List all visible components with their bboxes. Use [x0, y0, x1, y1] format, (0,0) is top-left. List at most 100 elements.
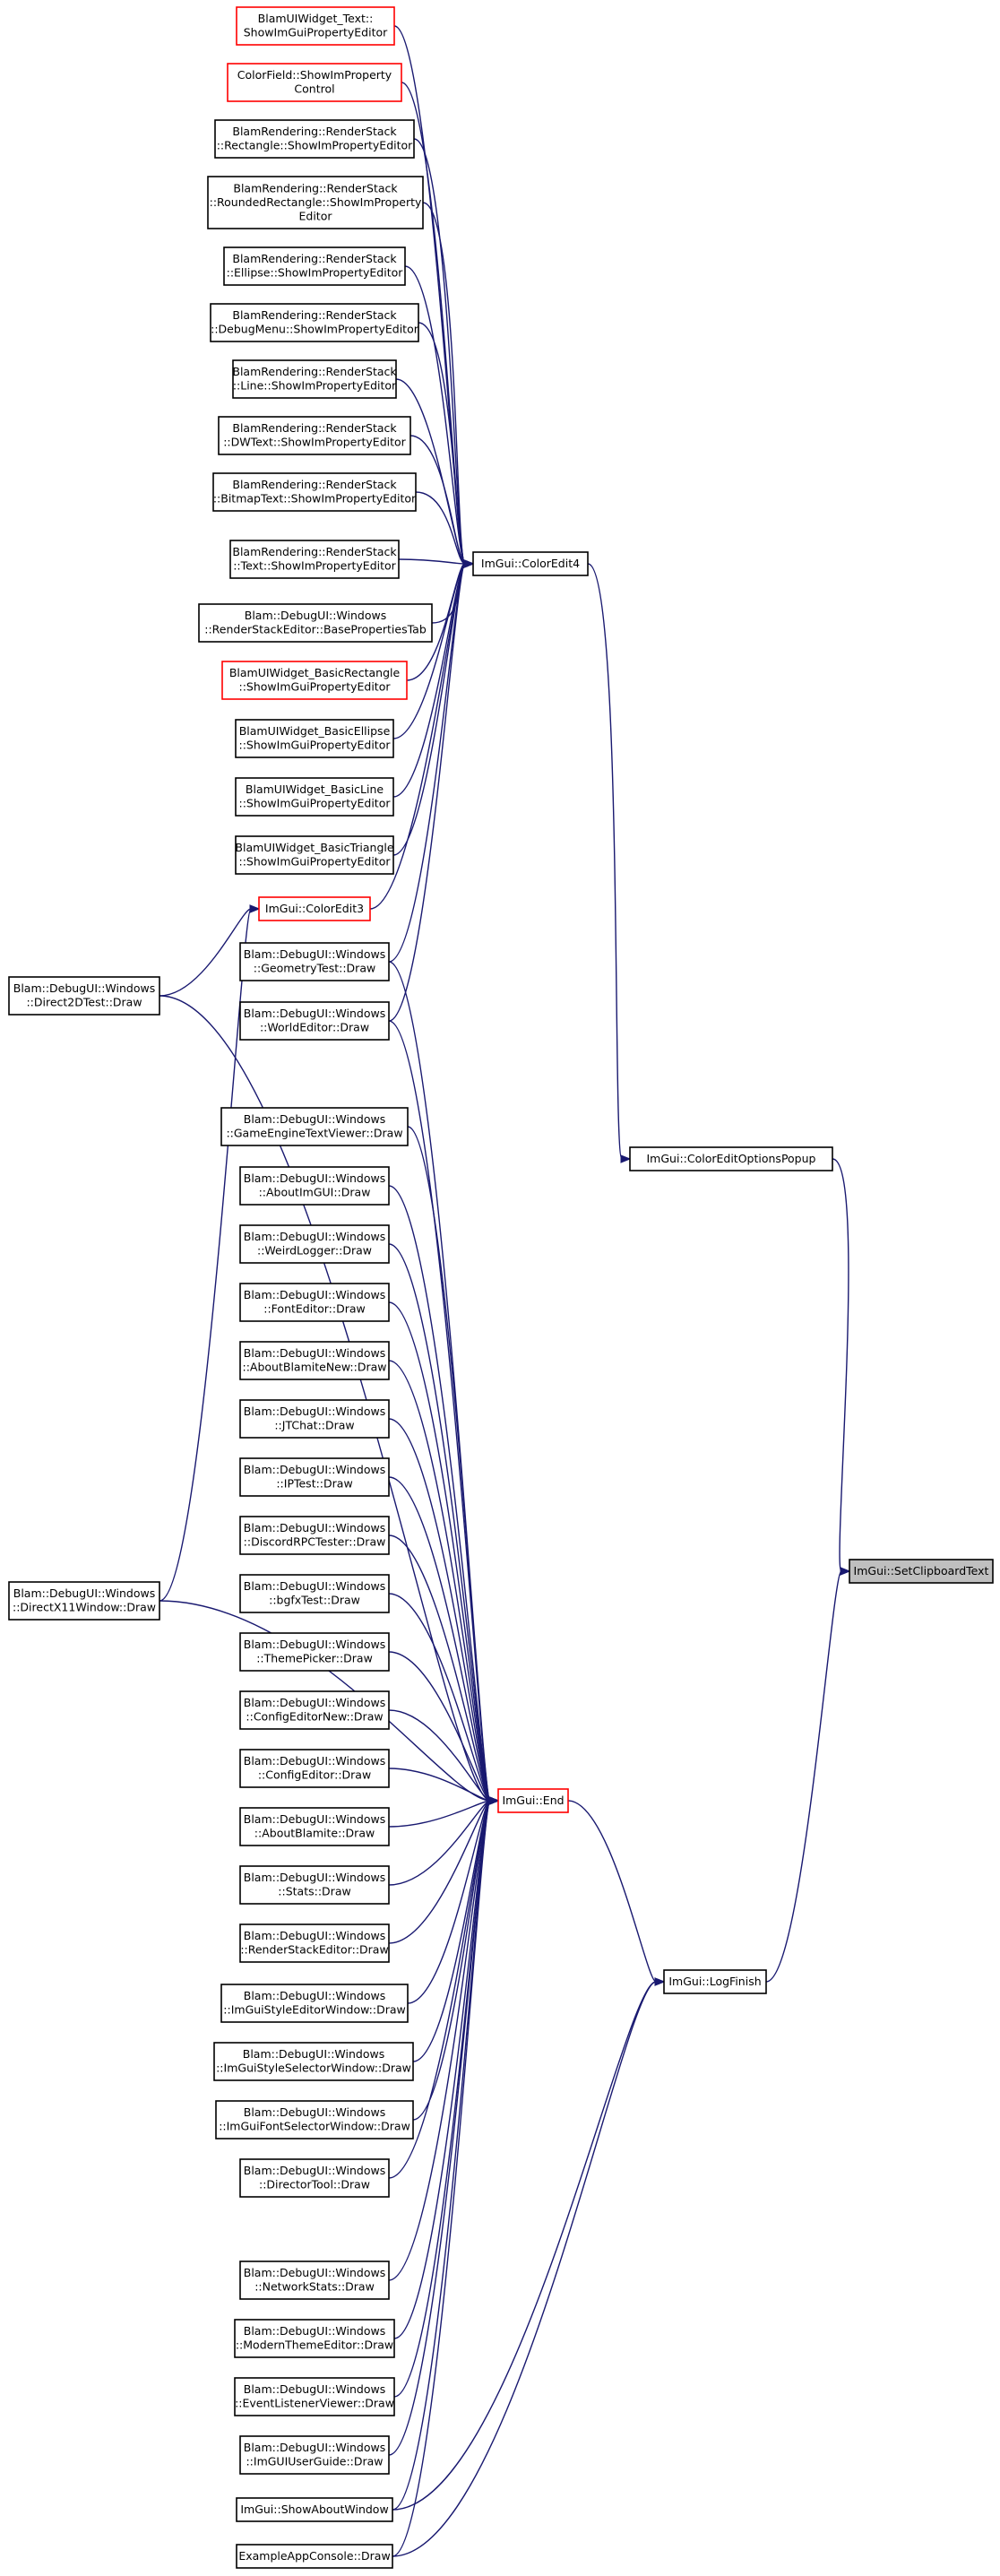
node-label: ::ShowImGuiPropertyEditor — [239, 855, 392, 869]
node-box — [210, 303, 419, 342]
function-node-disc[interactable]: Blam::DebugUI::Windows::DiscordRPCTester… — [239, 1516, 390, 1555]
node-label: Blam::DebugUI::Windows — [244, 1007, 385, 1020]
function-node-bgfx[interactable]: Blam::DebugUI::Windows::bgfxTest::Draw — [239, 1574, 390, 1613]
function-node-rsbmp[interactable]: BlamRendering::RenderStack::BitmapText::… — [212, 472, 417, 512]
function-node-d2d[interactable]: Blam::DebugUI::Windows::Direct2DTest::Dr… — [8, 976, 160, 1016]
node-label: ::ImGuiStyleSelectorWindow::Draw — [216, 2062, 411, 2075]
function-node-ce4[interactable]: ImGui::ColorEdit4 — [472, 551, 589, 576]
function-node-world[interactable]: Blam::DebugUI::Windows::WorldEditor::Dra… — [239, 1001, 390, 1041]
node-box — [497, 1788, 569, 1813]
function-node-dx11[interactable]: Blam::DebugUI::Windows::DirectX11Window:… — [8, 1581, 160, 1621]
function-node-rsed[interactable]: Blam::DebugUI::Windows::RenderStackEdito… — [198, 603, 433, 643]
node-label: ::Ellipse::ShowImPropertyEditor — [227, 266, 404, 280]
function-node-rse[interactable]: Blam::DebugUI::Windows::RenderStackEdito… — [239, 1923, 390, 1963]
node-label: ::GeometryTest::Draw — [254, 962, 375, 975]
call-edge-getv-to-end — [407, 1126, 500, 1805]
function-node-ce3[interactable]: ImGui::ColorEdit3 — [258, 896, 371, 921]
function-node-ab[interactable]: Blam::DebugUI::Windows::AboutBlamite::Dr… — [239, 1807, 390, 1846]
node-label: ::DWText::ShowImPropertyEditor — [223, 436, 406, 449]
function-node-rsell[interactable]: BlamRendering::RenderStack::Ellipse::Sho… — [223, 246, 406, 286]
function-node-getv[interactable]: Blam::DebugUI::Windows::GameEngineTextVi… — [220, 1107, 409, 1146]
node-box — [239, 1166, 390, 1206]
node-label: Blam::DebugUI::Windows — [244, 2382, 385, 2396]
function-node-end[interactable]: ImGui::End — [497, 1788, 569, 1813]
function-node-theme[interactable]: Blam::DebugUI::Windows::ThemePicker::Dra… — [239, 1632, 390, 1672]
node-label: Blam::DebugUI::Windows — [244, 1171, 385, 1185]
node-box — [227, 63, 402, 102]
node-box — [472, 551, 589, 576]
node-label: Blam::DebugUI::Windows — [244, 1638, 385, 1651]
function-node-elv[interactable]: Blam::DebugUI::Windows::EventListenerVie… — [234, 2377, 395, 2416]
node-label: ::DiscordRPCTester::Draw — [244, 1535, 386, 1549]
node-label: BlamUIWidget_BasicRectangle — [229, 666, 401, 679]
node-box — [239, 1283, 390, 1322]
node-box — [239, 2158, 390, 2198]
node-label: ::Line::ShowImPropertyEditor — [233, 379, 397, 393]
function-node-rsdm[interactable]: BlamRendering::RenderStack::DebugMenu::S… — [210, 303, 419, 342]
node-label: ImGui::ColorEdit4 — [481, 557, 580, 570]
function-node-font[interactable]: Blam::DebugUI::Windows::FontEditor::Draw — [239, 1283, 390, 1322]
node-box — [229, 540, 400, 579]
function-node-rsdwt[interactable]: BlamRendering::RenderStack::DWText::Show… — [218, 416, 411, 455]
function-node-weird[interactable]: Blam::DebugUI::Windows::WeirdLogger::Dra… — [239, 1224, 390, 1264]
node-label: ::JTChat::Draw — [274, 1419, 354, 1432]
function-node-cfgn[interactable]: Blam::DebugUI::Windows::ConfigEditorNew:… — [239, 1690, 390, 1730]
function-node-iug[interactable]: Blam::DebugUI::Windows::ImGUIUserGuide::… — [239, 2435, 390, 2475]
function-node-ipt[interactable]: Blam::DebugUI::Windows::IPTest::Draw — [239, 1457, 390, 1497]
function-node-rsrr[interactable]: BlamRendering::RenderStack::RoundedRecta… — [207, 176, 424, 229]
function-node-brect[interactable]: BlamUIWidget_BasicRectangle::ShowImGuiPr… — [221, 661, 408, 700]
node-label: ExampleAppConsole::Draw — [238, 2549, 390, 2563]
node-box — [223, 246, 406, 286]
node-box — [213, 2042, 414, 2081]
function-node-ceop[interactable]: ImGui::ColorEditOptionsPopup — [629, 1146, 833, 1171]
node-box — [220, 1107, 409, 1146]
function-node-rsrect[interactable]: BlamRendering::RenderStack::Rectangle::S… — [214, 119, 415, 159]
node-box — [239, 2435, 390, 2475]
node-box — [236, 6, 395, 46]
function-node-dir[interactable]: Blam::DebugUI::Windows::DirectorTool::Dr… — [239, 2158, 390, 2198]
function-node-btri[interactable]: BlamUIWidget_BasicTriangle::ShowImGuiPro… — [235, 835, 394, 875]
function-node-saw[interactable]: ImGui::ShowAboutWindow — [236, 2497, 393, 2522]
function-node-bline[interactable]: BlamUIWidget_BasicLine::ShowImGuiPropert… — [235, 777, 394, 817]
node-label: Blam::DebugUI::Windows — [243, 2047, 384, 2061]
node-label: ::IPTest::Draw — [276, 1477, 352, 1491]
function-node-root[interactable]: ImGui::SetClipboardText — [849, 1559, 994, 1584]
function-node-mte[interactable]: Blam::DebugUI::Windows::ModernThemeEdito… — [234, 2319, 395, 2358]
node-label: Blam::DebugUI::Windows — [244, 1871, 385, 1884]
function-node-net[interactable]: Blam::DebugUI::Windows::NetworkStats::Dr… — [239, 2260, 390, 2300]
function-node-geo[interactable]: Blam::DebugUI::Windows::GeometryTest::Dr… — [239, 942, 390, 981]
function-node-bell[interactable]: BlamUIWidget_BasicEllipse::ShowImGuiProp… — [235, 719, 394, 758]
function-node-issw[interactable]: Blam::DebugUI::Windows::ImGuiStyleSelect… — [213, 2042, 414, 2081]
node-label: ::AboutBlamite::Draw — [254, 1827, 375, 1840]
node-label: ::RenderStackEditor::BasePropertiesTab — [204, 623, 427, 636]
function-node-ifsw[interactable]: Blam::DebugUI::Windows::ImGuiFontSelecto… — [215, 2100, 414, 2139]
node-box — [220, 1984, 409, 2023]
function-node-rstext[interactable]: BlamRendering::RenderStack::Text::ShowIm… — [229, 540, 400, 579]
function-node-rsline[interactable]: BlamRendering::RenderStack::Line::ShowIm… — [232, 359, 397, 399]
node-label: BlamRendering::RenderStack — [232, 308, 397, 322]
node-label: Blam::DebugUI::Windows — [244, 1463, 385, 1476]
node-box — [239, 1001, 390, 1041]
function-node-logf[interactable]: ImGui::LogFinish — [663, 1969, 767, 1994]
function-node-txt[interactable]: BlamUIWidget_Text::ShowImGuiPropertyEdit… — [236, 6, 395, 46]
node-box — [212, 472, 417, 512]
function-node-abn[interactable]: Blam::DebugUI::Windows::AboutBlamiteNew:… — [239, 1341, 390, 1380]
function-node-jt[interactable]: Blam::DebugUI::Windows::JTChat::Draw — [239, 1399, 390, 1439]
function-node-cfg[interactable]: Blam::DebugUI::Windows::ConfigEditor::Dr… — [239, 1749, 390, 1788]
function-node-eac[interactable]: ExampleAppConsole::Draw — [236, 2544, 393, 2569]
node-box — [629, 1146, 833, 1171]
call-edge-bell-to-ce4 — [392, 559, 475, 739]
node-box — [218, 416, 411, 455]
function-node-isew[interactable]: Blam::DebugUI::Windows::ImGuiStyleEditor… — [220, 1984, 409, 2023]
node-label: Blam::DebugUI::Windows — [244, 1929, 385, 1942]
node-box — [239, 1632, 390, 1672]
node-label: ColorField::ShowImProperty — [237, 68, 392, 82]
node-label: Blam::DebugUI::Windows — [244, 1288, 385, 1301]
node-label: Blam::DebugUI::Windows — [244, 2324, 385, 2338]
node-box — [239, 1399, 390, 1439]
function-node-stats[interactable]: Blam::DebugUI::Windows::Stats::Draw — [239, 1865, 390, 1905]
node-box — [239, 1865, 390, 1905]
function-node-aimg[interactable]: Blam::DebugUI::Windows::AboutImGUI::Draw — [239, 1166, 390, 1206]
